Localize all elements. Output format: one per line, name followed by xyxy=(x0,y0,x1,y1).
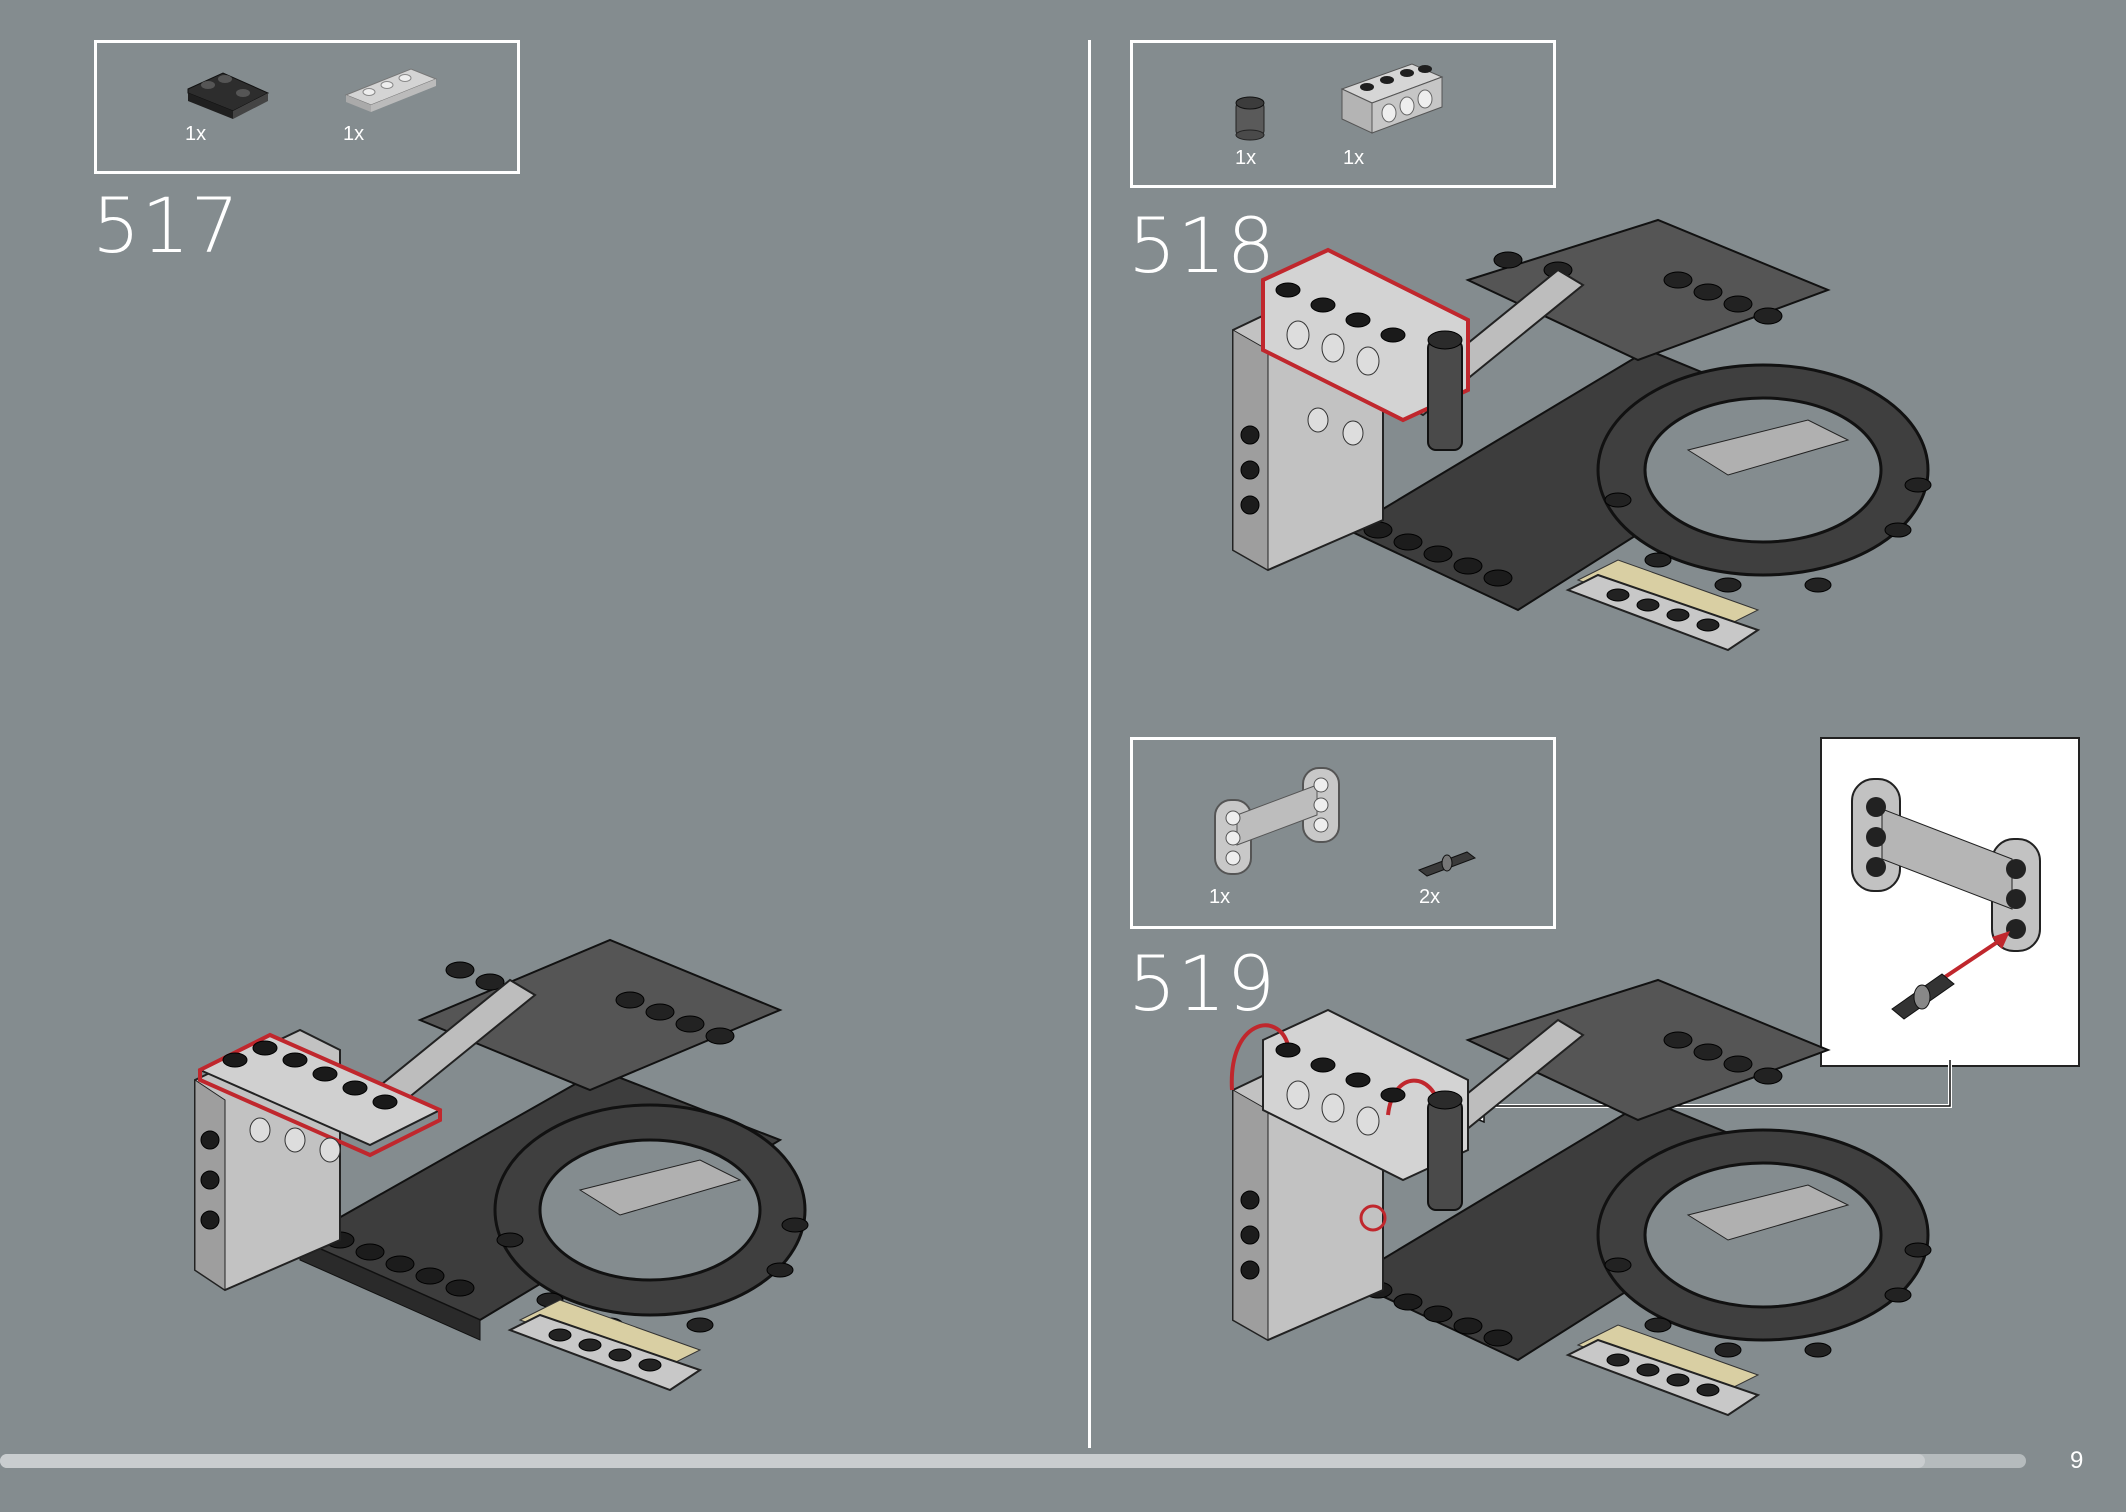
page-divider xyxy=(1088,40,1091,1448)
part-qty: 2x xyxy=(1419,886,1441,908)
progress-bar xyxy=(0,1454,2026,1468)
part-qty: 1x xyxy=(1235,147,1257,169)
part-qty: 1x xyxy=(1209,886,1231,908)
part-qty: 1x xyxy=(185,123,207,145)
step-number-517: 517 xyxy=(92,181,241,270)
dark-corner-plate-icon xyxy=(187,72,270,119)
model-illustration-step-518 xyxy=(1232,218,1932,652)
part-qty: 1x xyxy=(1343,147,1365,169)
frame-pin-assembly-icon xyxy=(1851,778,2041,1020)
dark-round-brick-icon xyxy=(1235,96,1265,141)
callout-detail xyxy=(1820,737,2080,1067)
model-illustration-step-517 xyxy=(194,938,809,1392)
parts-box-step-519: 1x 2x xyxy=(1130,737,1556,929)
parts-box-step-518: 1x 1x xyxy=(1130,40,1556,188)
technic-pin-icon xyxy=(1417,851,1477,877)
technic-frame-icon xyxy=(1214,767,1340,875)
model-illustration-step-519 xyxy=(1229,978,1932,1417)
light-plate-icon xyxy=(344,68,438,112)
step-number-519: 519 xyxy=(1128,939,1277,1028)
page-number: 9 xyxy=(2070,1447,2084,1474)
technic-brick-icon xyxy=(1340,63,1444,134)
parts-box-step-517: 1x 1x xyxy=(94,40,520,174)
part-qty: 1x xyxy=(343,123,365,145)
step-number-518: 518 xyxy=(1128,201,1277,290)
progress-bar-fill xyxy=(0,1454,1925,1468)
